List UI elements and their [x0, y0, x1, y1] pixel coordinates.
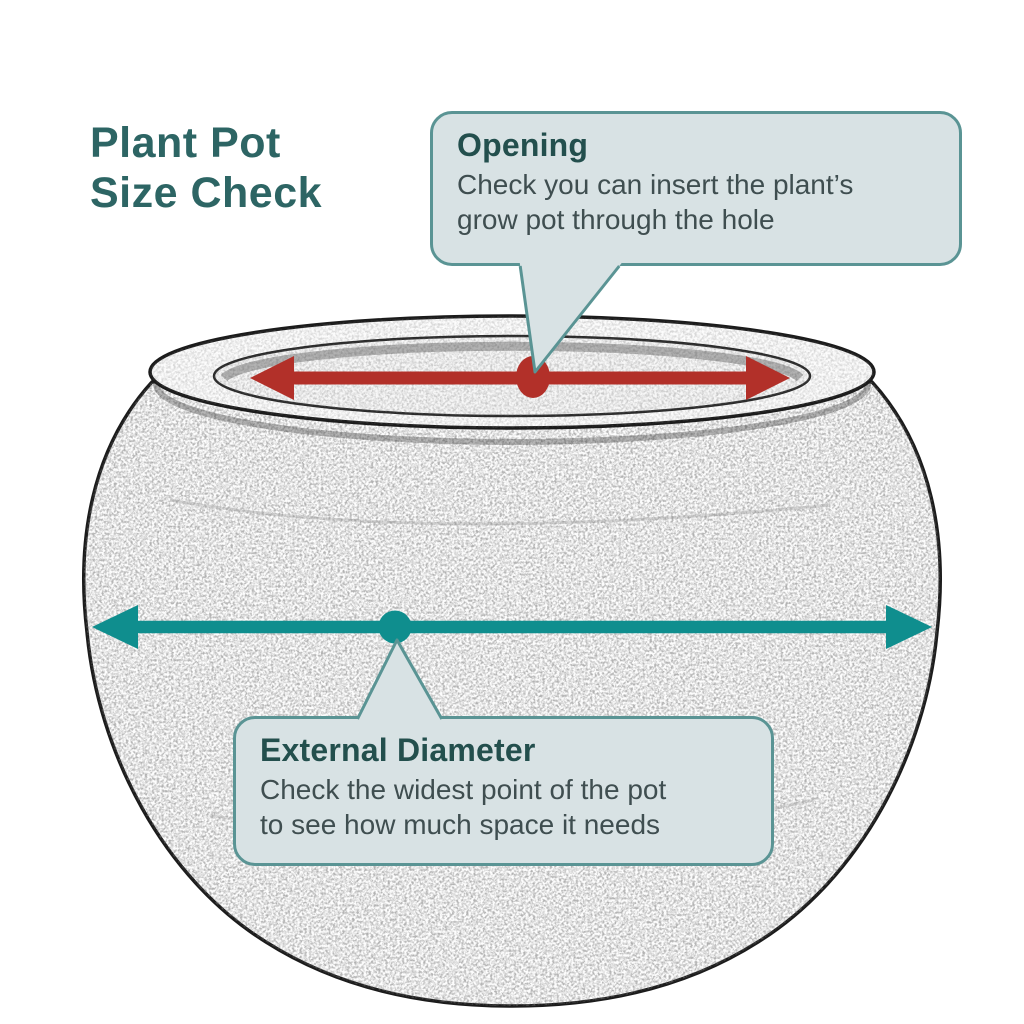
external-diameter-callout-line2: to see how much space it needs [260, 809, 661, 841]
arrowhead-right-icon [746, 356, 790, 400]
page-title: Plant Pot Size Check [90, 118, 322, 219]
arrowhead-left-icon [92, 605, 138, 649]
page-title-line2: Size Check [90, 169, 323, 218]
pot-body-texture [83, 382, 941, 1006]
opening-callout: Opening Check you can insert the plant’s… [430, 111, 962, 266]
external-diameter-callout: External Diameter Check the widest point… [233, 716, 774, 866]
opening-callout-line2: grow pot through the hole [457, 204, 775, 236]
opening-marker-dot [516, 356, 550, 398]
arrowhead-left-icon [250, 356, 294, 400]
external-diameter-callout-heading: External Diameter [260, 732, 536, 768]
external-diameter-callout-line1: Check the widest point of the pot [260, 774, 667, 805]
pot-rim-shadow [153, 383, 871, 445]
opening-callout-heading: Opening [457, 127, 589, 163]
arrowhead-right-icon [886, 605, 932, 649]
page-title-line1: Plant Pot [90, 119, 281, 167]
external-diameter-marker-dot [378, 610, 412, 644]
opening-callout-line1: Check you can insert the plant’s [457, 169, 854, 200]
pot-sketch-line [169, 498, 831, 526]
external-diameter-arrow [92, 605, 932, 649]
